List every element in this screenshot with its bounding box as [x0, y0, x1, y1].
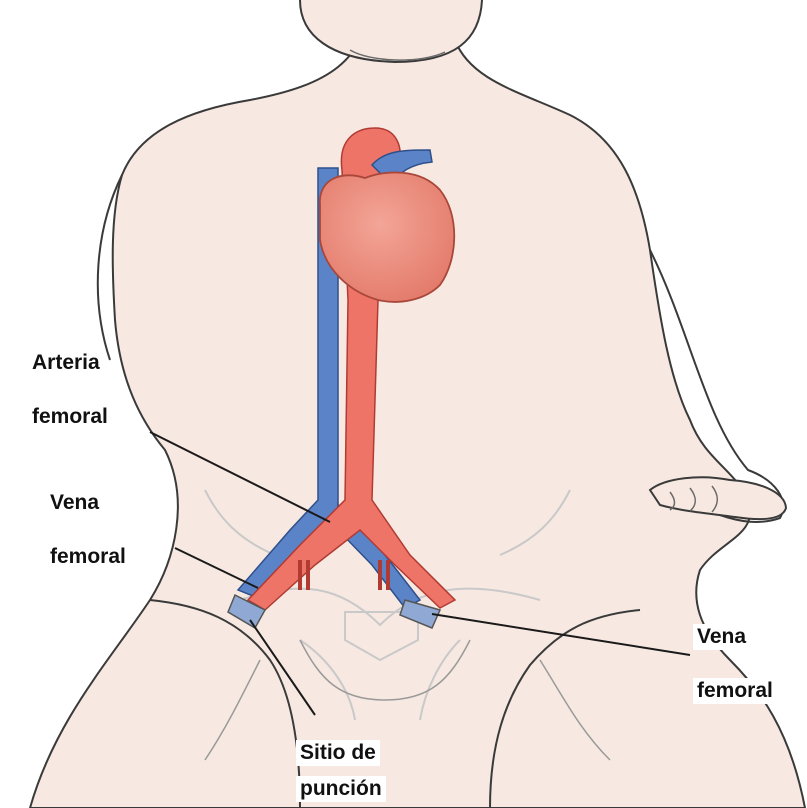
- label-vena-left-line1: Vena: [46, 490, 103, 516]
- infant-body: [30, 0, 805, 808]
- label-arteria-line1: Arteria: [28, 350, 104, 376]
- label-vena-right-line2: femoral: [693, 678, 777, 704]
- label-sitio-line2: punción: [296, 776, 386, 802]
- label-arteria-line2: femoral: [28, 404, 112, 430]
- label-vena-right-line1: Vena: [693, 624, 750, 650]
- label-sitio-line1: Sitio de: [296, 740, 380, 766]
- label-vena-left-line2: femoral: [46, 544, 130, 570]
